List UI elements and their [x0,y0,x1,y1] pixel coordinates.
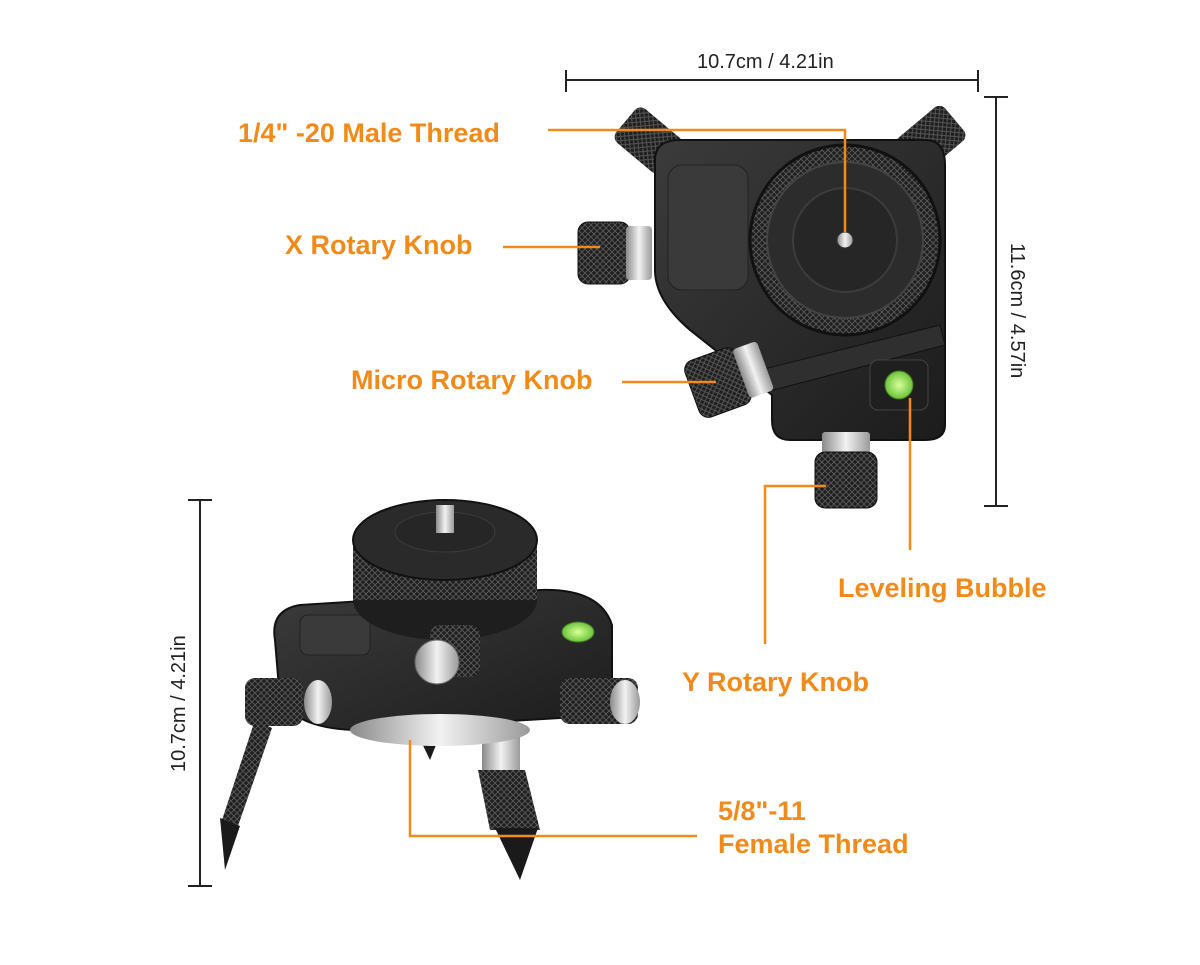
callout-y-knob [763,484,826,644]
female-thread-label-line2: Female Thread [718,829,909,859]
leg-middle [478,735,540,880]
top-width-label: 10.7cm / 4.21in [697,51,834,73]
callout-male-thread [548,128,847,232]
x-rotary-knob [577,221,652,285]
male-thread-label: 1/4" -20 Male Thread [238,118,500,148]
micro-rotary-knob [684,341,774,418]
dimension-bottom-height [188,499,212,887]
leg-left [220,720,272,870]
top-height-label: 11.6cm / 4.57in [1006,243,1028,379]
micro-rotary-knob-label: Micro Rotary Knob [351,365,593,395]
male-thread-screw [836,231,854,249]
perspective-knob-front [414,625,480,685]
top-device-recess [667,164,749,291]
x-rotary-knob-label: X Rotary Knob [285,230,473,260]
perspective-male-screw [436,505,454,533]
callout-female-thread [408,740,697,838]
perspective-knob-left [245,678,332,726]
leveling-bubble-vial [884,370,914,400]
leveling-bubble-label: Leveling Bubble [838,573,1047,603]
y-rotary-knob [814,432,878,509]
y-rotary-knob-label: Y Rotary Knob [682,667,870,697]
perspective-knob-right [560,678,640,724]
perspective-view-device [220,499,640,880]
female-thread-label-line1: 5/8"-11 [718,796,806,826]
dimension-top-height [984,96,1008,507]
dimension-top-width [565,70,979,92]
top-view-device [577,105,966,509]
bottom-height-label: 10.7cm / 4.21in [168,635,190,772]
